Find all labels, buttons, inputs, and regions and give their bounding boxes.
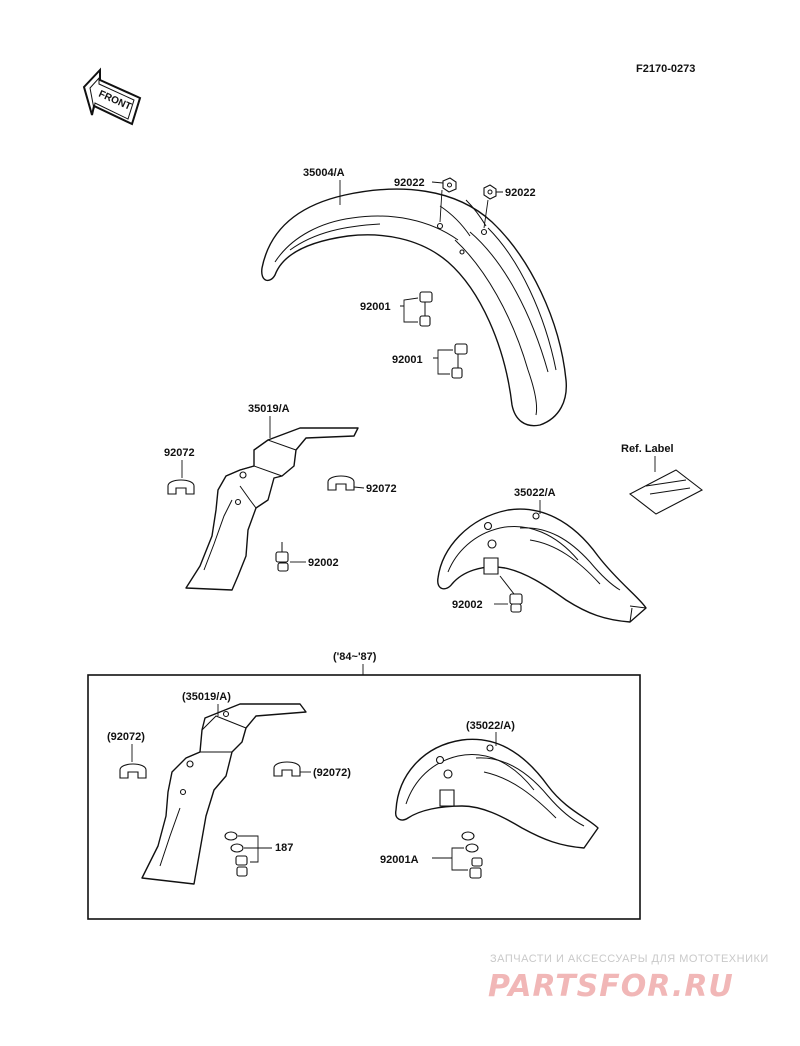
box-label-rear-fender: (35022/A) — [466, 720, 515, 732]
front-fender — [261, 188, 567, 427]
label-rear-fender: 35022/A — [514, 487, 556, 499]
watermark-line: ЗАПЧАСТИ И АКСЕССУАРЫ ДЛЯ МОТОТЕХНИКИ — [490, 953, 769, 965]
box-label-washer: 187 — [275, 842, 293, 854]
label-ref-label: Ref. Label — [621, 443, 674, 455]
nut-icon — [442, 177, 457, 193]
clamp-icon — [327, 475, 355, 491]
box-label-clamp-right: (92072) — [313, 767, 351, 779]
label-bolt-guard: 92002 — [308, 557, 339, 569]
bolt-icon — [461, 831, 483, 879]
bolt-icon — [451, 343, 468, 379]
box-label-bolt: 92001A — [380, 854, 419, 866]
variant-box-title: ('84~'87) — [333, 651, 377, 663]
label-clamp-right: 92072 — [366, 483, 397, 495]
label-bolt-rear: 92002 — [452, 599, 483, 611]
figure-code: F2170-0273 — [636, 63, 695, 75]
box-label-clamp-left: (92072) — [107, 731, 145, 743]
nut-icon — [483, 184, 497, 200]
front-arrow-icon: FRONT — [82, 67, 142, 126]
label-clamp-left: 92072 — [164, 447, 195, 459]
ref-label-icon — [628, 469, 704, 515]
rear-fender — [394, 738, 599, 849]
mud-guard — [141, 703, 307, 885]
bolt-icon — [499, 575, 523, 613]
label-front-fender: 35004/A — [303, 167, 345, 179]
clamp-icon — [273, 761, 301, 777]
rear-fender — [437, 508, 647, 623]
label-mud-guard: 35019/A — [248, 403, 290, 415]
washer-icon — [224, 831, 248, 877]
label-nut-a: 92022 — [394, 177, 425, 189]
bolt-icon — [419, 291, 433, 327]
bolt-icon — [275, 542, 289, 572]
label-bolt-b: 92001 — [392, 354, 423, 366]
box-label-mud-guard: (35019/A) — [182, 691, 231, 703]
mud-guard — [185, 427, 359, 591]
clamp-icon — [167, 479, 195, 495]
label-bolt-a: 92001 — [360, 301, 391, 313]
label-nut-b: 92022 — [505, 187, 536, 199]
clamp-icon — [119, 763, 147, 779]
watermark-logo: PARTSFOR.RU — [488, 969, 734, 1004]
variant-box — [87, 674, 641, 920]
